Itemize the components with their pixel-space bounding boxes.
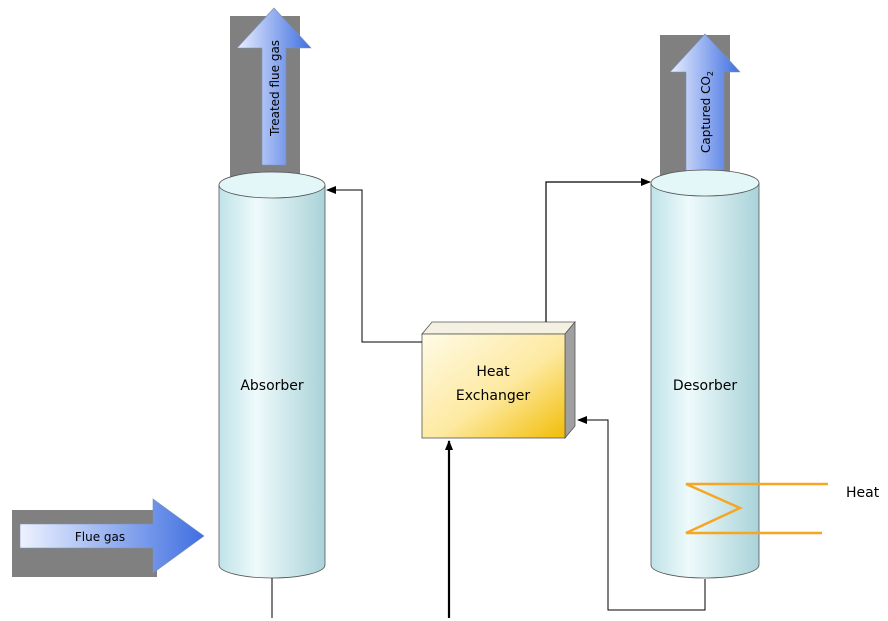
captured-co2-arrow: Captured CO2 xyxy=(660,33,741,185)
treated-flue-gas-arrow: Treated flue gas xyxy=(230,7,312,181)
treated-flue-gas-label: Treated flue gas xyxy=(268,40,282,137)
absorber-column: Absorber xyxy=(218,171,326,579)
flue-gas-label: Flue gas xyxy=(75,530,125,544)
flow-lines xyxy=(271,178,706,618)
heating-coil: Heat xyxy=(685,482,880,535)
absorber-label: Absorber xyxy=(240,378,304,394)
heat-exchanger: Heat Exchanger xyxy=(421,320,576,440)
heat-exchanger-label-line2: Exchanger xyxy=(456,388,530,404)
desorber-label: Desorber xyxy=(673,378,738,394)
heat-exchanger-label-line1: Heat xyxy=(476,364,510,380)
rich-solvent-line xyxy=(545,178,651,322)
flue-gas-arrow: Flue gas xyxy=(12,498,205,577)
desorber-return-line xyxy=(577,416,706,611)
heat-label: Heat xyxy=(846,485,880,501)
desorber-column: Desorber xyxy=(650,169,760,579)
captured-co2-label: Captured CO2 xyxy=(699,71,715,153)
lean-solvent-line xyxy=(326,186,422,343)
